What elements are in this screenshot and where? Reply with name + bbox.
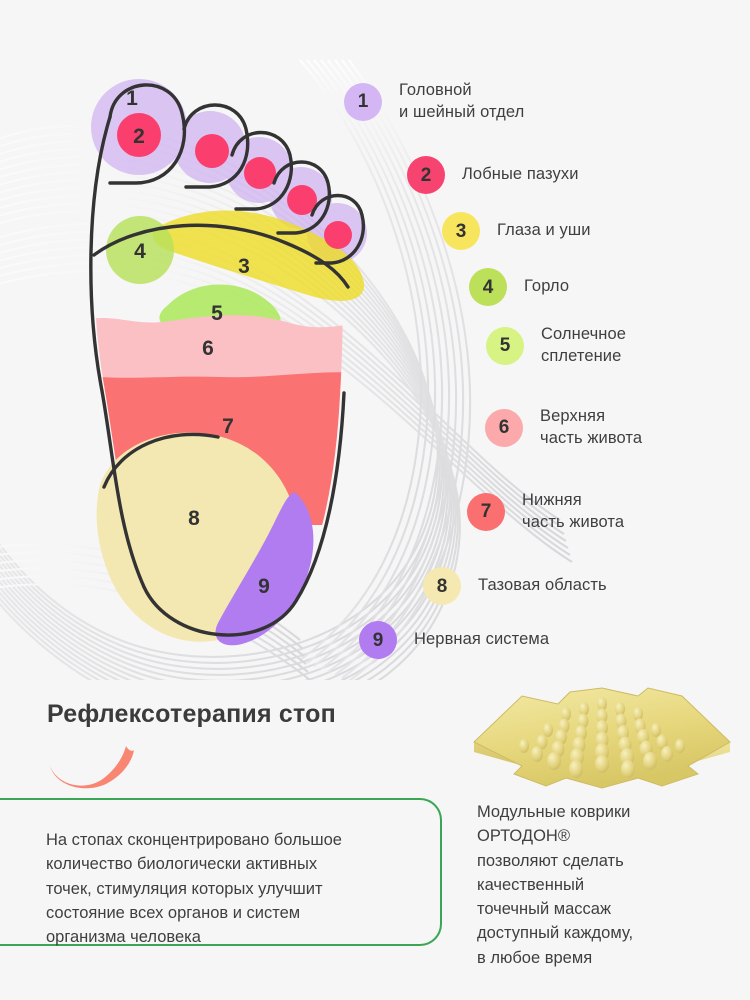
legend-label-4: Горло bbox=[524, 277, 570, 296]
legend-label-9: Нервная система bbox=[414, 630, 550, 649]
legend-label-7: Нижняя часть живота bbox=[522, 491, 625, 531]
legend-badge-3: 3 bbox=[442, 212, 480, 250]
legend-item-4[interactable]: 4 Горло bbox=[469, 268, 569, 306]
legend-label-6: Верхняя часть живота bbox=[540, 407, 643, 447]
legend-badge-4: 4 bbox=[469, 268, 507, 306]
section-title: Рефлексотерапия стоп bbox=[47, 700, 336, 728]
legend-item-5[interactable]: 5 Солнечное сплетение bbox=[486, 324, 626, 368]
legend-item-7[interactable]: 7 Нижняя часть живота bbox=[467, 490, 624, 534]
legend-item-2[interactable]: 2 Лобные пазухи bbox=[407, 156, 579, 194]
legend-badge-2: 2 bbox=[407, 156, 445, 194]
foot-number-2: 2 bbox=[133, 125, 145, 148]
foot-number-1: 1 bbox=[126, 87, 138, 110]
legend-item-6[interactable]: 6 Верхняя часть живота bbox=[485, 406, 642, 450]
foot-number-8: 8 bbox=[188, 507, 200, 530]
legend-badge-9: 9 bbox=[359, 621, 397, 659]
zone-legend: 1 Головной и шейный отдел 2 Лобные пазух… bbox=[330, 70, 750, 660]
legend-badge-5: 5 bbox=[486, 326, 524, 365]
legend-item-8[interactable]: 8 Тазовая область bbox=[423, 567, 607, 605]
swoosh-decoration bbox=[50, 746, 134, 789]
legend-label-2: Лобные пазухи bbox=[462, 165, 579, 184]
reflexology-paragraph: На стопах сконцентрировано большое колич… bbox=[46, 831, 342, 946]
foot-number-7: 7 bbox=[222, 415, 234, 438]
legend-item-9[interactable]: 9 Нервная система bbox=[359, 621, 549, 659]
legend-badge-7: 7 bbox=[467, 492, 505, 531]
foot-number-6: 6 bbox=[202, 337, 214, 360]
legend-label-5: Солнечное сплетение bbox=[541, 325, 627, 365]
legend-item-3[interactable]: 3 Глаза и уши bbox=[442, 212, 591, 250]
foot-number-5: 5 bbox=[211, 302, 223, 325]
legend-label-8: Тазовая область bbox=[478, 576, 607, 595]
foot-number-9: 9 bbox=[258, 575, 270, 598]
quote-bracket bbox=[0, 798, 442, 946]
foot-number-3: 3 bbox=[238, 255, 250, 278]
legend-badge-8: 8 bbox=[423, 567, 461, 605]
legend-badge-6: 6 bbox=[485, 408, 523, 447]
legend-label-3: Глаза и уши bbox=[497, 221, 591, 240]
ortodon-mat-image bbox=[473, 687, 731, 789]
ortodon-paragraph: Модульные коврики ОРТОДОН® позволяют сде… bbox=[477, 803, 634, 967]
legend-badge-1: 1 bbox=[344, 82, 382, 121]
legend-label-1: Головной и шейный отдел bbox=[399, 81, 525, 121]
foot-number-4: 4 bbox=[134, 240, 146, 263]
legend-item-1[interactable]: 1 Головной и шейный отдел bbox=[344, 80, 524, 124]
